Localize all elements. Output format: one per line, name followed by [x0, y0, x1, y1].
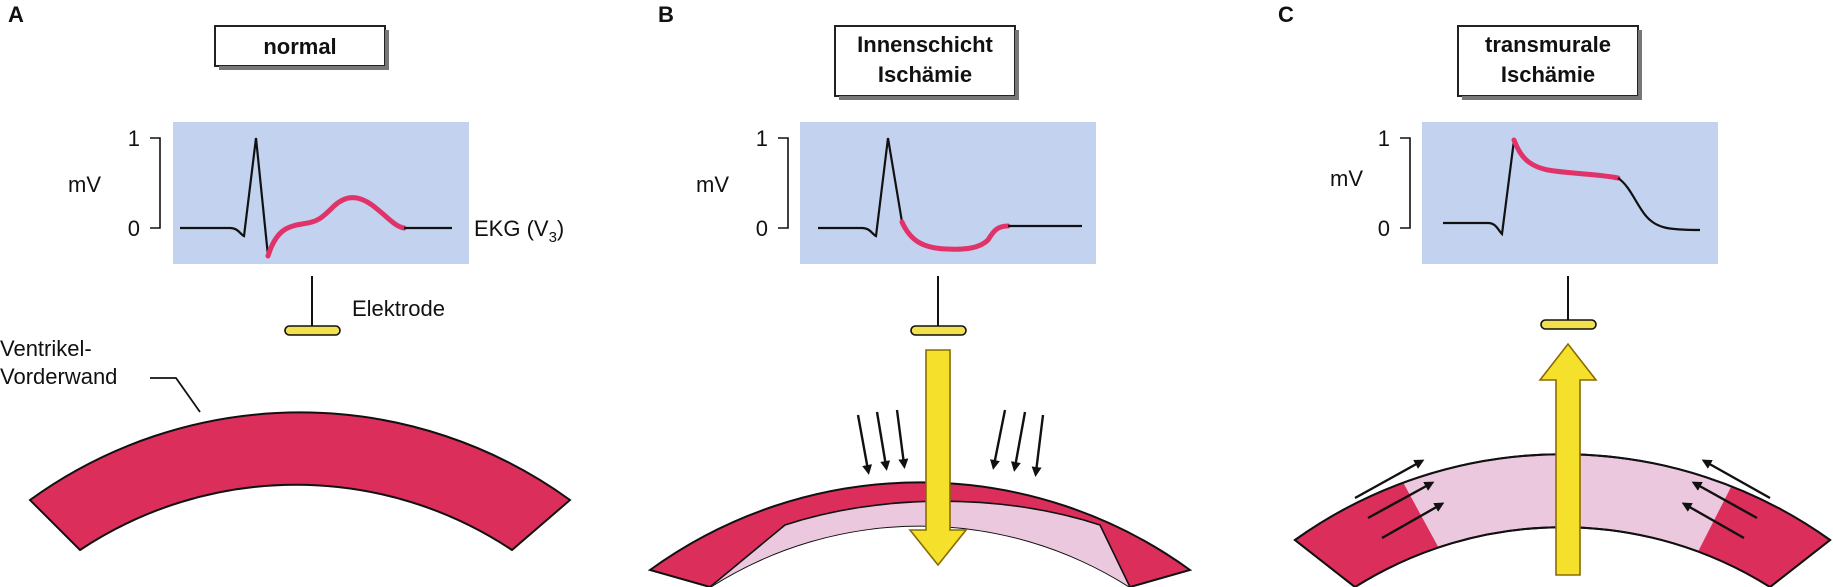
- title-c-line1: transmurale: [1485, 32, 1611, 57]
- injury-arrow: [1381, 502, 1445, 540]
- ecg-unit-a: mV: [68, 172, 101, 197]
- injury-arrow: [1691, 481, 1758, 520]
- ecg-plot-b: 1 0 mV: [696, 122, 1096, 264]
- title-box-c: transmurale Ischämie: [1457, 25, 1642, 100]
- ecg-st-t-segment-a: [265, 195, 407, 259]
- ventricle-wall-c-outline: [1293, 453, 1832, 587]
- panel-c: C transmurale Ischämie 1 0 mV: [1278, 2, 1832, 587]
- panel-b: B Innenschicht Ischämie 1 0 mV: [647, 2, 1193, 587]
- injury-arrow: [1031, 414, 1045, 477]
- injury-arrow: [856, 414, 873, 475]
- wall-label-line1: Ventrikel-: [0, 336, 92, 361]
- ecg-tick-0-c: 0: [1378, 216, 1390, 241]
- panel-letter-a: A: [8, 2, 24, 27]
- ecg-background-c: [1422, 122, 1718, 264]
- injury-arrow: [1681, 502, 1745, 540]
- ecg-axis-bracket-b: [778, 137, 789, 229]
- injury-current-arrows-c: [1354, 459, 1771, 540]
- ecg-tick-0-a: 0: [128, 216, 140, 241]
- wall-label-leader: [150, 377, 201, 413]
- title-b-line1: Innenschicht: [857, 32, 993, 57]
- title-c-line2: Ischämie: [1501, 62, 1595, 87]
- ecg-unit-b: mV: [696, 172, 729, 197]
- injury-arrow: [1010, 411, 1027, 472]
- st-vector-arrow-down: [908, 349, 968, 567]
- electrode-a: [284, 276, 341, 336]
- ecg-qrs-a: [180, 137, 270, 257]
- ecg-st-depression-b: [899, 219, 1011, 252]
- panel-a: A normal 1 0 mV EKG (V3) Elektrode Ventr…: [0, 2, 572, 552]
- ecg-tick-1-b: 1: [756, 126, 768, 151]
- ecg-axis-bracket-c: [1400, 137, 1411, 229]
- ecg-axis-bracket-a: [150, 137, 161, 229]
- ecg-plot-c: 1 0 mV: [1330, 122, 1718, 264]
- wall-label-line2: Vorderwand: [0, 364, 117, 389]
- electrode-b: [910, 276, 967, 336]
- ecg-unit-c: mV: [1330, 166, 1363, 191]
- title-box-b: Innenschicht Ischämie: [834, 25, 1019, 100]
- ecg-recovery-c: [1617, 177, 1701, 232]
- ecg-tick-1-c: 1: [1378, 126, 1390, 151]
- ecg-tick-1-a: 1: [128, 126, 140, 151]
- title-b-line2: Ischämie: [878, 62, 972, 87]
- ecg-lead-label-a: EKG (V3): [474, 216, 564, 246]
- electrode-label: Elektrode: [352, 296, 445, 321]
- title-box-a: normal: [214, 25, 389, 70]
- ecg-qrs-c: [1443, 139, 1516, 237]
- title-a: normal: [263, 34, 336, 59]
- ecg-plot-a: 1 0 mV EKG (V3): [68, 122, 564, 264]
- ecg-tick-0-b: 0: [756, 216, 768, 241]
- panel-letter-b: B: [658, 2, 674, 27]
- ventricle-wall-a: [28, 411, 572, 552]
- ecg-background-a: [173, 122, 469, 264]
- panel-letter-c: C: [1278, 2, 1294, 27]
- injury-arrow: [1354, 459, 1425, 500]
- injury-arrow: [1701, 459, 1771, 500]
- ecg-qrs-b: [818, 137, 904, 238]
- ecg-background-b: [800, 122, 1096, 264]
- st-vector-arrow-up: [1538, 342, 1598, 576]
- injury-arrow: [895, 409, 909, 469]
- injury-arrow: [1367, 481, 1435, 520]
- injury-arrow: [990, 409, 1007, 470]
- electrode-c: [1540, 276, 1597, 330]
- injury-current-arrows-b: [856, 409, 1045, 477]
- ecg-st-elevation-c: [1511, 137, 1621, 181]
- injury-arrow: [875, 411, 891, 471]
